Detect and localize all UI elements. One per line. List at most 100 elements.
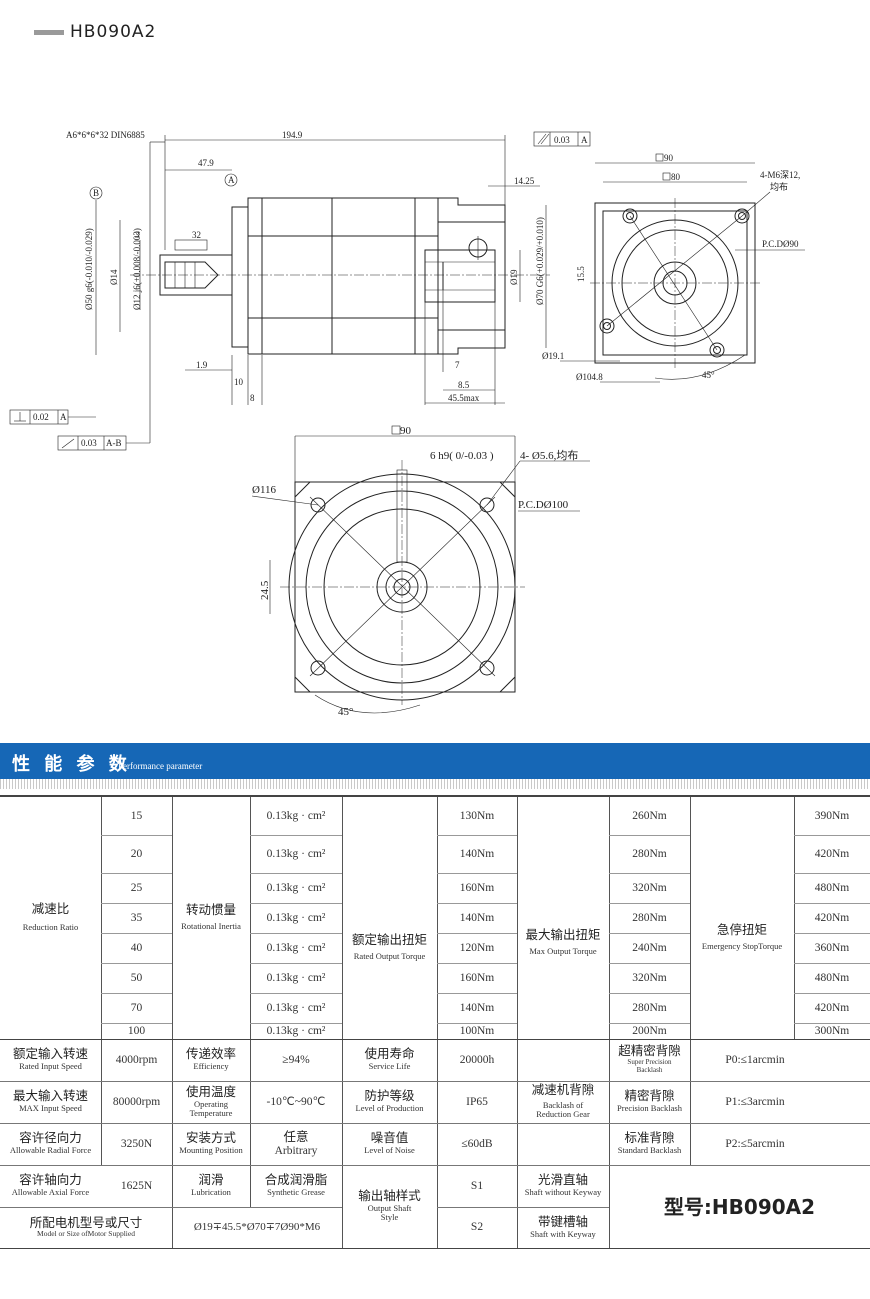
- max-torque-label: 最大输出扭矩 Max Output Torque: [525, 928, 601, 957]
- rated-input-speed-value: 4000rpm: [115, 1053, 158, 1066]
- row-divider: [437, 993, 517, 994]
- mounting-holes-label: 4- Ø5.6,均布: [520, 449, 578, 462]
- tol-parallel-datum: A: [581, 135, 588, 145]
- rated-torque-cell: 120Nm: [459, 941, 495, 954]
- row-divider: [437, 963, 517, 964]
- inertia-cell: 0.13kg · cm²: [266, 881, 326, 894]
- model-number: 型号:HB090A2: [663, 1194, 816, 1219]
- tol-parallel-value: 0.03: [554, 135, 570, 145]
- row-divider: [609, 1023, 690, 1024]
- datum-a-label: A: [228, 175, 235, 185]
- dim-key-32: 32: [192, 230, 201, 240]
- thread-even-label: 均布: [770, 181, 788, 192]
- shaft-s1-code: S1: [470, 1179, 484, 1192]
- rated-torque-cell: 100Nm: [459, 1024, 495, 1037]
- inertia-cell: 0.13kg · cm²: [266, 847, 326, 860]
- motor-size-value: Ø19∓45.5*Ø70∓7Ø90*M6: [193, 1221, 321, 1234]
- tol-perp-value: 0.02: [33, 412, 49, 422]
- tol-runout-datum: A-B: [106, 438, 122, 448]
- ratio-label: 减速比 Reduction Ratio: [22, 902, 79, 933]
- dim-14-25: 14.25: [514, 176, 535, 186]
- precision-value: P1:≤3arcmin: [725, 1095, 785, 1108]
- max-torque-cell: 320Nm: [632, 971, 667, 984]
- performance-table: 减速比 Reduction Ratio 转动惯量 Rotational Iner…: [0, 795, 870, 1249]
- dim-d50: Ø50 g6(-0.010/-0.029): [84, 228, 94, 310]
- estop-torque-cell: 420Nm: [814, 847, 850, 860]
- row-divider: [794, 835, 870, 836]
- dim-d19: Ø19: [509, 269, 519, 285]
- side-view: [130, 197, 550, 355]
- row-divider: [250, 933, 342, 934]
- estop-label: 急停扭矩 Emergency StopTorque: [701, 923, 783, 952]
- end-dim-90: 90: [664, 153, 674, 163]
- keyway-tol-label: 6 h9( 0/-0.03 ): [430, 450, 494, 462]
- max-torque-cell: 280Nm: [632, 1001, 667, 1014]
- shaft-s2-code: S2: [470, 1221, 484, 1234]
- key-spec-label: A6*6*6*32 DIN6885: [66, 130, 145, 140]
- rated-torque-cell: 140Nm: [459, 1001, 495, 1014]
- estop-torque-cell: 420Nm: [814, 911, 850, 924]
- max-torque-cell: 240Nm: [632, 941, 667, 954]
- max-torque-cell: 280Nm: [632, 847, 667, 860]
- lower-dim-24-5: 24.5: [259, 580, 271, 600]
- ratio-cell: 50: [130, 971, 143, 984]
- row-divider: [609, 993, 690, 994]
- row-divider: [101, 993, 172, 994]
- ratio-cell: 70: [130, 1001, 143, 1014]
- lower-angle-45: 45°: [338, 706, 353, 718]
- pcd-100-label: P.C.DØ100: [518, 499, 569, 511]
- estop-torque-cell: 300Nm: [814, 1024, 850, 1037]
- row-divider: [101, 903, 172, 904]
- estop-torque-cell: 480Nm: [814, 971, 850, 984]
- row-divider: [794, 963, 870, 964]
- rated-torque-cell: 130Nm: [459, 809, 495, 822]
- row-divider: [250, 873, 342, 874]
- noise-value: ≤60dB: [461, 1137, 493, 1150]
- ratio-cell: 35: [130, 911, 143, 924]
- row-divider: [437, 933, 517, 934]
- ratio-cell: 25: [130, 881, 143, 894]
- dim-key-3: 3: [135, 230, 140, 240]
- row-divider: [609, 963, 690, 964]
- inertia-cell: 0.13kg · cm²: [266, 941, 326, 954]
- dim-8-5: 8.5: [458, 380, 470, 390]
- row-divider: [437, 903, 517, 904]
- row-divider: [101, 873, 172, 874]
- service-life-value: 20000h: [459, 1053, 495, 1066]
- row-divider: [101, 963, 172, 964]
- standard-value: P2:≤5arcmin: [725, 1137, 785, 1150]
- pcd-90-label: P.C.DØ90: [762, 239, 799, 249]
- dim-15-5: 15.5: [576, 266, 586, 282]
- angle-45: 45°: [702, 370, 715, 380]
- dim-d70: Ø70 G6(+0.029/+0.010): [535, 217, 545, 305]
- inertia-cell: 0.13kg · cm²: [266, 809, 326, 822]
- dim-d12: Ø12 j6(+0.008/-0.003): [132, 228, 142, 310]
- ratio-cell: 15: [130, 809, 143, 822]
- row-divider: [794, 1023, 870, 1024]
- row-divider: [794, 873, 870, 874]
- inertia-cell: 0.13kg · cm²: [266, 1024, 326, 1037]
- dim-45-5max: 45.5max: [448, 393, 480, 403]
- technical-drawing: 194.9 A6*6*6*32 DIN6885 47.9 14.25 0.03 …: [9, 130, 805, 718]
- dim-d14: Ø14: [109, 269, 119, 285]
- estop-torque-cell: 480Nm: [814, 881, 850, 894]
- inertia-label: 转动惯量 Rotational Inertia: [181, 903, 241, 932]
- row-divider: [250, 993, 342, 994]
- side-dimensions: 194.9 A6*6*6*32 DIN6885 47.9 14.25 0.03 …: [9, 130, 591, 451]
- dim-shaft-length: 47.9: [198, 158, 214, 168]
- max-torque-cell: 320Nm: [632, 881, 667, 894]
- rated-torque-cell: 140Nm: [459, 847, 495, 860]
- row-divider: [437, 1023, 517, 1024]
- dim-8: 8: [250, 393, 255, 403]
